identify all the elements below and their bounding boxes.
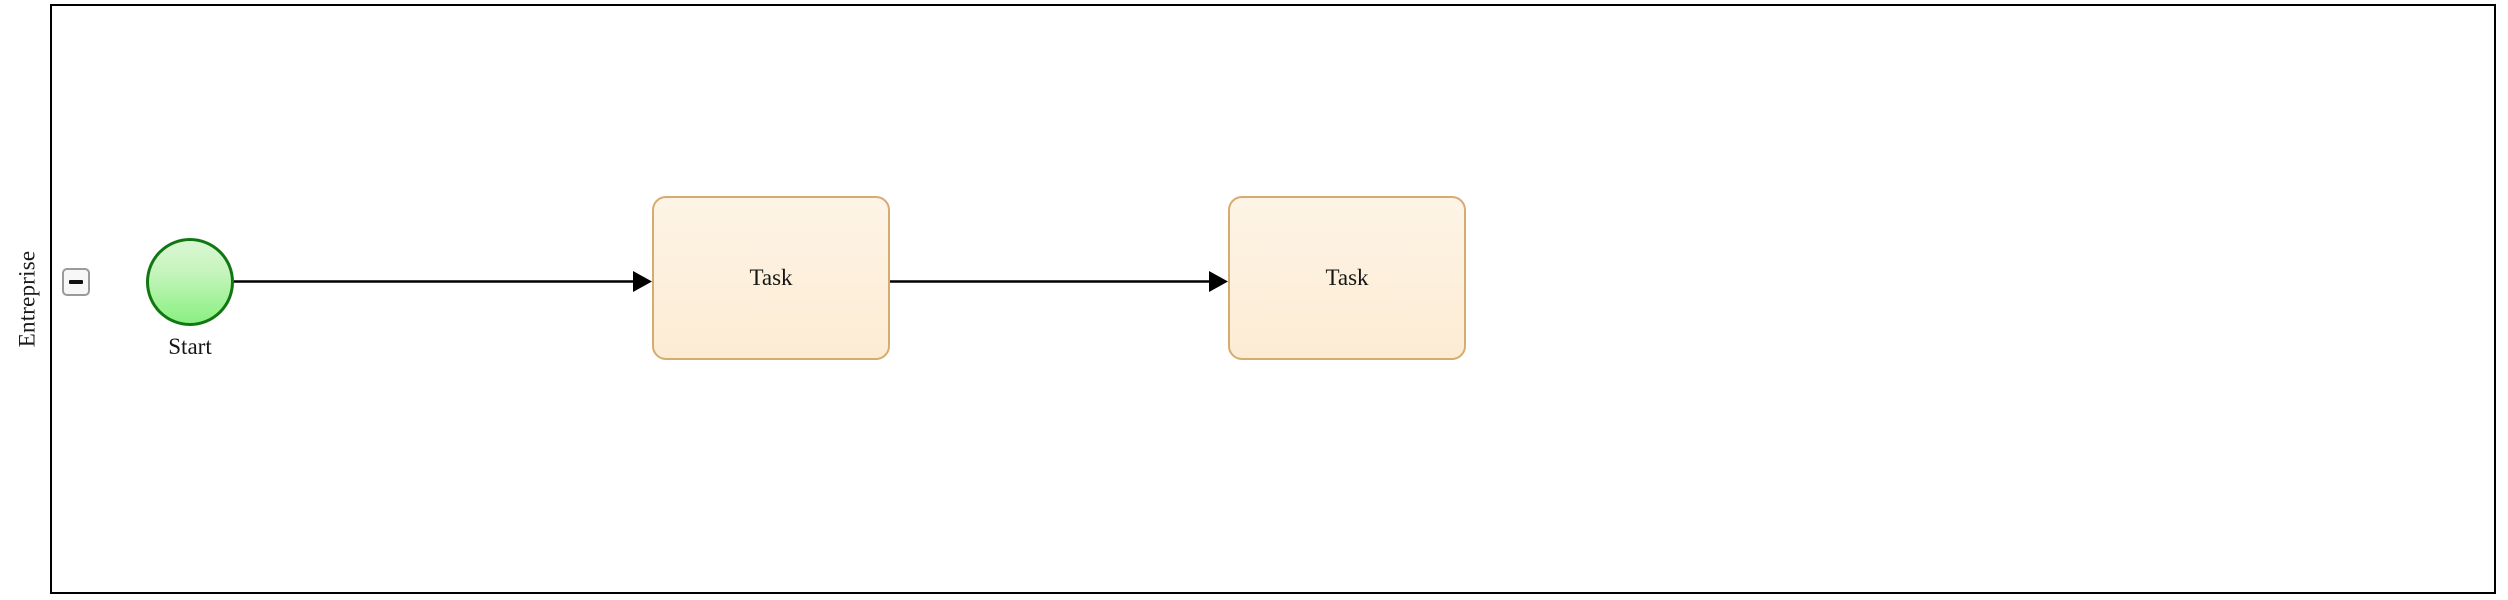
- pool-header[interactable]: Entreprise: [4, 4, 52, 594]
- task-label: Task: [1325, 265, 1369, 290]
- start-event[interactable]: Start: [146, 238, 234, 359]
- start-event-label: Start: [168, 334, 212, 359]
- pool-name-label: Entreprise: [14, 250, 40, 348]
- task-node-2[interactable]: Task: [1228, 196, 1466, 360]
- task-node-1[interactable]: Task: [652, 196, 890, 360]
- start-event-circle: [146, 238, 234, 326]
- minus-icon: [69, 280, 83, 284]
- pool-collapse-button[interactable]: [62, 268, 90, 296]
- task-label: Task: [749, 265, 793, 290]
